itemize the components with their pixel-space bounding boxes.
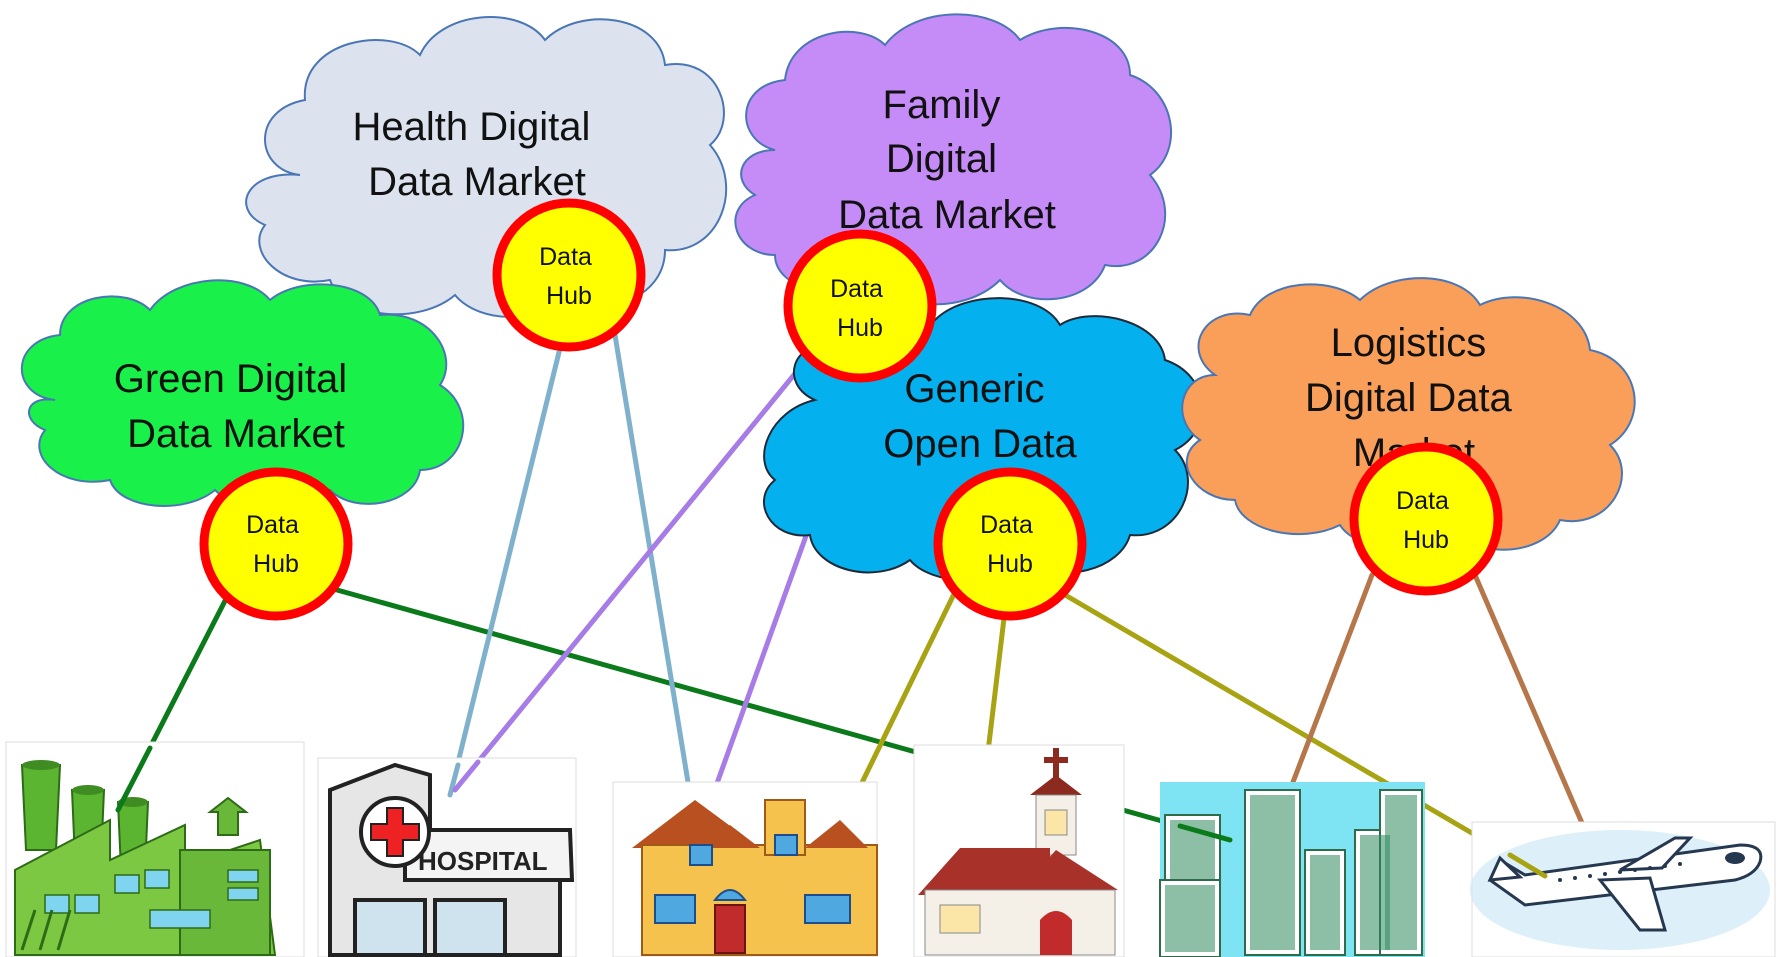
hub-label-line1: Data [539, 243, 592, 271]
factory-icon [5, 741, 305, 957]
svg-text:Data Hub: Data Hub [1396, 487, 1456, 554]
hub-label-line1: Data [246, 511, 299, 539]
generic-market-title-line2: Open Data [883, 422, 1077, 466]
hub-circle [783, 229, 937, 383]
link-health-house [612, 332, 698, 828]
hub-label-line1: Data [1396, 487, 1449, 515]
cloud-shape [20, 279, 465, 510]
data-hub-logistics: Data Hub [1349, 442, 1503, 596]
hub-label-line1: Data [980, 511, 1033, 539]
hub-circle [933, 467, 1087, 621]
hub-circle [492, 198, 646, 352]
data-hub-family: Data Hub [783, 229, 937, 383]
generic-market-title-line1: Generic [904, 367, 1044, 411]
family-market-title-line3: Data Market [838, 193, 1056, 237]
health-data-market-cloud: Health Digital Data Market [245, 16, 728, 318]
link-family-hospital [452, 362, 805, 793]
link-health-hospital [447, 337, 565, 798]
svg-text:Green Digital Data Marke: Green Digital Data Market [114, 357, 359, 456]
svg-text:Generic Open Data: Generic Open Data [883, 367, 1077, 466]
health-market-title-line2: Data Market [368, 160, 586, 204]
hub-label-line2: Hub [837, 314, 883, 342]
hub-circle [199, 467, 353, 621]
svg-text:Data Hub: Data Hub [830, 275, 890, 342]
logistics-market-title-line2: Digital Data [1305, 376, 1513, 420]
link-logistics-city [1287, 572, 1375, 793]
logistics-market-title-line1: Logistics [1331, 321, 1487, 365]
link-green-factory-overlay [115, 745, 153, 813]
hospital-sign: HOSPITAL [418, 846, 548, 876]
svg-text:Data Hub: Data Hub [246, 511, 306, 578]
svg-text:Family Digital Dat: Family Digital Data Market [838, 83, 1056, 237]
green-market-title-line2: Data Market [127, 412, 345, 456]
svg-text:Health Digital Data Mark: Health Digital Data Market [352, 105, 601, 204]
svg-text:Data Hub: Data Hub [980, 511, 1040, 578]
cloud-shape [1181, 277, 1636, 551]
link-generic-airplane [1057, 589, 1538, 873]
data-hub-health: Data Hub [492, 198, 646, 352]
data-hub-generic: Data Hub [933, 467, 1087, 621]
link-family-hospital-overlay [452, 759, 481, 793]
family-market-title-line1: Family [883, 83, 1001, 127]
church-icon [913, 744, 1125, 957]
svg-text:Data Hub: Data Hub [539, 243, 599, 310]
link-green-city-overlay [1177, 823, 1233, 843]
green-market-title-line1: Green Digital [114, 357, 347, 401]
hub-circle [1349, 442, 1503, 596]
family-market-title-line2: Digital [886, 137, 997, 181]
data-hub-green: Data Hub [199, 467, 353, 621]
hub-label-line2: Hub [1403, 526, 1449, 554]
link-generic-airplane-overlay [1507, 852, 1548, 879]
health-market-title-line1: Health Digital [352, 105, 590, 149]
hub-label-line2: Hub [253, 550, 299, 578]
green-data-market-cloud: Green Digital Data Market [20, 279, 465, 510]
hub-label-line2: Hub [987, 550, 1033, 578]
hub-label-line1: Data [830, 275, 883, 303]
city-icon [1159, 782, 1425, 957]
house-icon [612, 781, 878, 957]
line-overlays [115, 745, 1548, 879]
link-logistics-airplane [1472, 572, 1588, 833]
hospital-icon: HOSPITAL [317, 757, 577, 957]
link-health-hospital-overlay [447, 762, 461, 798]
airplane-icon [1470, 821, 1776, 957]
hub-label-line2: Hub [546, 282, 592, 310]
